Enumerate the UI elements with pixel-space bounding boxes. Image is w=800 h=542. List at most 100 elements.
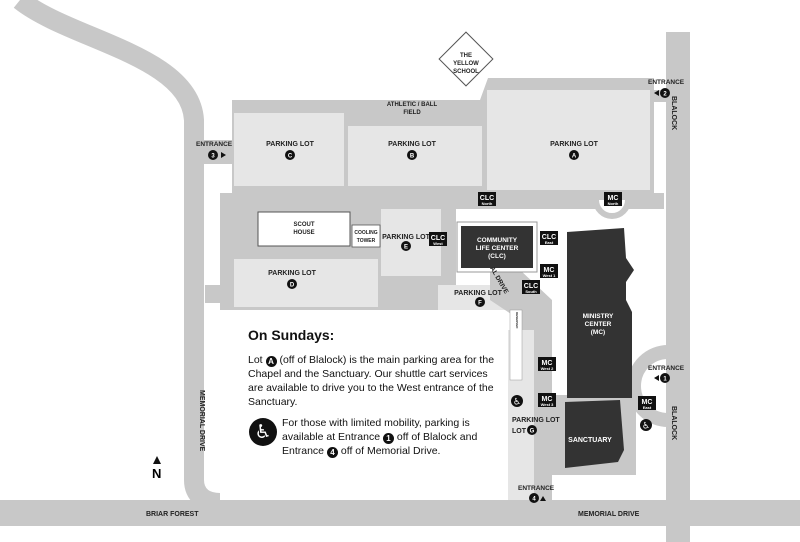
svg-text:West 3: West 3	[541, 402, 555, 407]
entrance-4-label: ENTRANCE	[518, 485, 555, 492]
svg-text:West 2: West 2	[541, 366, 555, 371]
lot-e-letter: E	[404, 245, 408, 251]
blalock-label-top: BLALOCK	[670, 96, 677, 130]
athletic-field-label-2: FIELD	[403, 110, 421, 116]
entrances: ENTRANCE 3 ENTRANCE 2 ENTRANCE 1 ENTRANC…	[196, 79, 685, 503]
svg-text:MC: MC	[542, 396, 553, 403]
lot-f-letter: F	[478, 301, 482, 307]
sanctuary-label: SANCTUARY	[568, 437, 612, 444]
mc-east-door: MC East	[638, 396, 656, 410]
clc-south-door: CLC South	[522, 280, 540, 294]
lot-c-letter: C	[288, 154, 293, 160]
north-arrow: N	[152, 456, 161, 481]
entrance-3-number: 3	[211, 154, 215, 160]
lot-e-label: PARKING LOT	[382, 234, 430, 241]
clc-north-door: CLC North	[478, 192, 496, 206]
cooling-tower	[351, 224, 381, 248]
memorial-drive-curve	[13, 0, 221, 513]
scout-house-label-2: HOUSE	[293, 230, 314, 236]
yellow-school	[438, 31, 494, 87]
lot-d-letter: D	[290, 283, 295, 289]
ministry-center	[567, 228, 634, 398]
parking-lot-d	[234, 259, 378, 307]
lots-area	[205, 78, 669, 500]
entrance-4-arrow-icon	[540, 496, 546, 501]
entrance-4-inline-marker: 4	[326, 447, 338, 458]
lot-e-marker	[401, 241, 411, 251]
svg-text:♿: ♿	[513, 398, 521, 408]
clc-label-3: (CLC)	[488, 253, 506, 260]
reserved-strip	[509, 309, 523, 381]
north-label: N	[152, 466, 162, 481]
svg-text:MC: MC	[608, 195, 619, 202]
north-arrow-icon	[152, 456, 161, 464]
labels: THE YELLOW SCHOOL ATHLETIC / BALL FIELD …	[266, 53, 614, 444]
entrance-2-arrow-icon	[654, 90, 659, 96]
svg-text:West: West	[433, 241, 443, 246]
blalock-label-bottom: BLALOCK	[670, 406, 677, 440]
entrance-1-inline-marker: 1	[383, 433, 394, 444]
info-heading: On Sundays:	[248, 327, 335, 343]
svg-text:North: North	[608, 201, 619, 206]
lot-b-label: PARKING LOT	[388, 141, 436, 148]
svg-text:MC: MC	[642, 399, 653, 406]
svg-text:MC: MC	[542, 360, 553, 367]
svg-text:West 1: West 1	[543, 273, 557, 278]
entrance-3-marker	[208, 150, 218, 160]
memorial-drive-vertical-label: MEMORIAL DRIVE	[198, 390, 205, 452]
lot-f-marker	[475, 297, 485, 307]
entrance-3-label: ENTRANCE	[196, 141, 233, 148]
mc-north-door: MC North	[604, 192, 622, 206]
svg-text:CLC: CLC	[480, 195, 494, 202]
svg-text:East: East	[643, 405, 652, 410]
wheelchair-icon: ♿	[249, 418, 277, 446]
entrance-4-number: 4	[532, 497, 536, 503]
entrance-2-label: ENTRANCE	[648, 79, 685, 86]
parking-lot-c	[234, 113, 344, 186]
lot-a-marker	[569, 150, 579, 160]
entrance-1-label: ENTRANCE	[648, 365, 685, 372]
lot-b-letter: B	[410, 154, 415, 160]
info-text: Lot A (off of Blalock) is the main parki…	[248, 354, 495, 408]
svg-text:CLC: CLC	[431, 235, 445, 242]
svg-text:CLC: CLC	[542, 234, 556, 241]
svg-text:MC: MC	[544, 267, 555, 274]
lot-a-letter: A	[572, 154, 577, 160]
parking-lot-a	[487, 90, 650, 190]
lot-g-letter: G	[530, 429, 535, 435]
mc-west2-door: MC West 2	[538, 357, 556, 371]
yellow-school-label-2: YELLOW	[453, 61, 479, 67]
buildings	[257, 31, 634, 468]
clc-label-1: COMMUNITY	[477, 237, 518, 244]
entrance-1-loop	[627, 345, 669, 427]
clc-label-2: LIFE CENTER	[476, 245, 519, 252]
lot-a-label: PARKING LOT	[550, 141, 598, 148]
entrance-2-number: 2	[663, 92, 667, 98]
mc-west1-door: MC West 1	[540, 264, 558, 278]
mc-label-1: MINISTRY	[583, 313, 614, 320]
yellow-school-label-1: THE	[460, 53, 472, 59]
lot-b-marker	[407, 150, 417, 160]
svg-text:South: South	[525, 289, 537, 294]
memorial-drive-bottom-label: MEMORIAL DRIVE	[578, 511, 640, 518]
svg-text:CLC: CLC	[524, 283, 538, 290]
lot-f-label: PARKING LOT	[454, 290, 502, 297]
entrance-4-marker	[529, 493, 539, 503]
west-stub	[205, 285, 221, 303]
lot-g-label: PARKING LOT	[512, 417, 560, 424]
athletic-field-label-1: ATHLETIC / BALL	[387, 102, 438, 108]
lot-a-inline-marker: A	[265, 356, 277, 367]
cooling-tower-label-2: TOWER	[357, 238, 376, 244]
svg-text:♿: ♿	[642, 422, 650, 432]
accessible-entrance-1-icon	[640, 419, 652, 431]
entrance-1-arrow-icon	[654, 375, 659, 381]
entrance-1-number: 1	[663, 377, 667, 383]
reserved-label: RESERVED	[515, 312, 519, 329]
door-badges: CLC North CLC West CLC East CLC South MC…	[429, 192, 656, 410]
sunday-info: On Sundays: Lot A (off of Blalock) is th…	[248, 327, 496, 409]
blalock-road	[666, 32, 690, 542]
lot-g-marker	[527, 425, 537, 435]
svg-text:North: North	[482, 201, 493, 206]
